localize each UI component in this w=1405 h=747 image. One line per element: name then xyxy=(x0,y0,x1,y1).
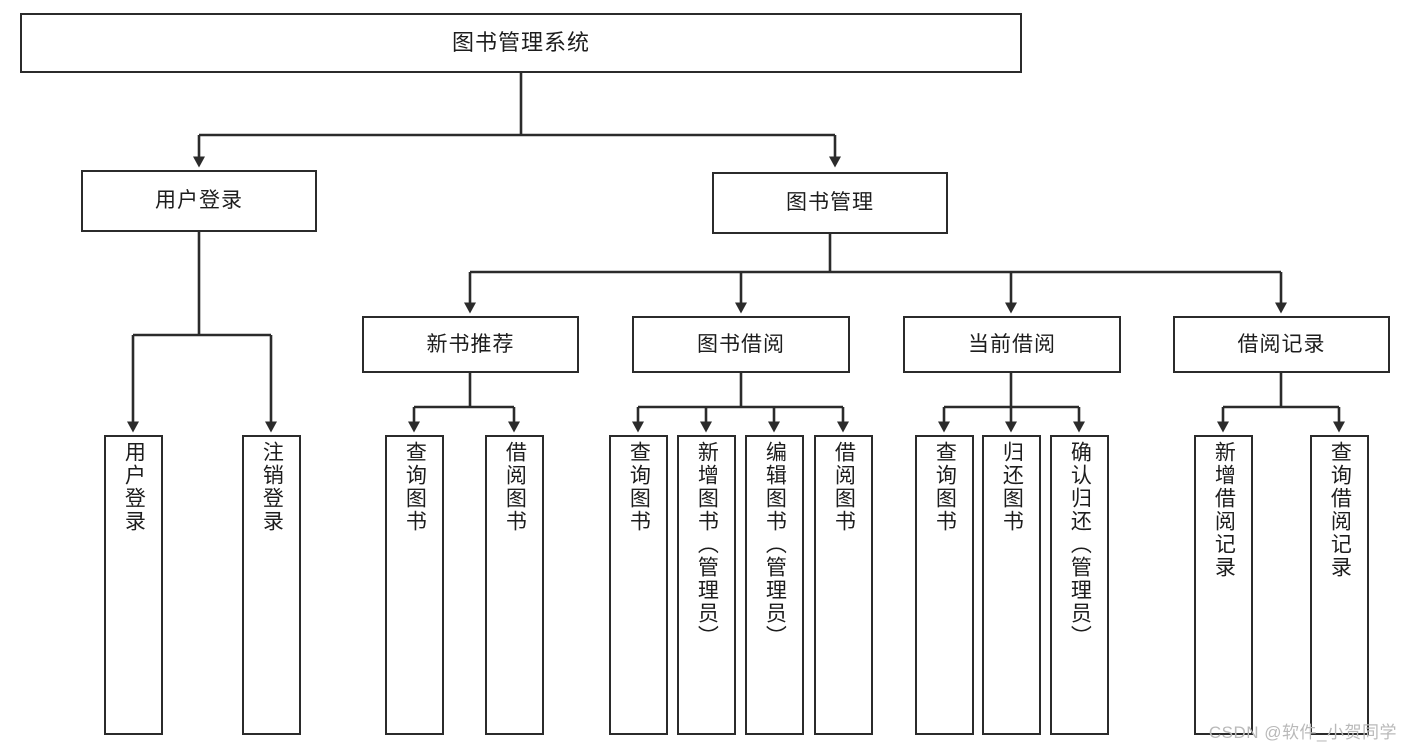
csdn-watermark: CSDN @软件_小贺同学 xyxy=(1208,723,1397,742)
leaf-recommend-borrow-book[interactable]: 借阅图书 xyxy=(485,435,544,735)
node-borrow-record-label: 借阅记录 xyxy=(1237,332,1326,356)
leaf-record-add-label: 新增借阅记录 xyxy=(1212,441,1236,579)
leaf-record-search-label: 查询借阅记录 xyxy=(1328,441,1352,579)
node-root-label: 图书管理系统 xyxy=(451,29,590,55)
leaf-recommend-query-book[interactable]: 查询图书 xyxy=(385,435,444,735)
leaf-current-query-book[interactable]: 查询图书 xyxy=(915,435,974,735)
node-root[interactable]: 图书管理系统 xyxy=(20,13,1022,73)
leaf-borrow-add-book-label: 新增图书（管理员） xyxy=(695,441,719,648)
leaf-borrow-edit-book-label: 编辑图书（管理员） xyxy=(763,441,787,648)
leaf-borrow-query-book-label: 查询图书 xyxy=(627,441,651,533)
leaf-record-add[interactable]: 新增借阅记录 xyxy=(1194,435,1253,735)
leaf-current-query-book-label: 查询图书 xyxy=(933,441,957,533)
node-new-book-recommend[interactable]: 新书推荐 xyxy=(362,316,579,373)
node-user-login-label: 用户登录 xyxy=(155,189,243,213)
node-borrow-record[interactable]: 借阅记录 xyxy=(1173,316,1390,373)
leaf-current-confirm-return-label: 确认归还（管理员） xyxy=(1068,441,1092,648)
leaf-current-confirm-return[interactable]: 确认归还（管理员） xyxy=(1050,435,1109,735)
node-book-manage-label: 图书管理 xyxy=(786,191,874,215)
node-current-borrow[interactable]: 当前借阅 xyxy=(903,316,1121,373)
node-user-login[interactable]: 用户登录 xyxy=(81,170,317,232)
leaf-borrow-edit-book[interactable]: 编辑图书（管理员） xyxy=(745,435,804,735)
leaf-logout-label: 注销登录 xyxy=(260,441,284,533)
leaf-current-return-book-label: 归还图书 xyxy=(1000,441,1024,533)
leaf-borrow-do-borrow-label: 借阅图书 xyxy=(832,441,856,533)
leaf-borrow-query-book[interactable]: 查询图书 xyxy=(609,435,668,735)
leaf-recommend-query-book-label: 查询图书 xyxy=(403,441,427,533)
leaf-current-return-book[interactable]: 归还图书 xyxy=(982,435,1041,735)
node-new-book-recommend-label: 新书推荐 xyxy=(426,332,515,356)
leaf-borrow-add-book[interactable]: 新增图书（管理员） xyxy=(677,435,736,735)
node-book-borrow-label: 图书借阅 xyxy=(697,332,785,356)
leaf-record-search[interactable]: 查询借阅记录 xyxy=(1310,435,1369,735)
leaf-user-login-label: 用户登录 xyxy=(122,441,146,533)
leaf-borrow-do-borrow[interactable]: 借阅图书 xyxy=(814,435,873,735)
leaf-recommend-borrow-book-label: 借阅图书 xyxy=(503,441,527,533)
node-book-borrow[interactable]: 图书借阅 xyxy=(632,316,850,373)
leaf-user-login[interactable]: 用户登录 xyxy=(104,435,163,735)
node-book-manage[interactable]: 图书管理 xyxy=(712,172,948,234)
node-current-borrow-label: 当前借阅 xyxy=(968,332,1056,356)
leaf-logout[interactable]: 注销登录 xyxy=(242,435,301,735)
